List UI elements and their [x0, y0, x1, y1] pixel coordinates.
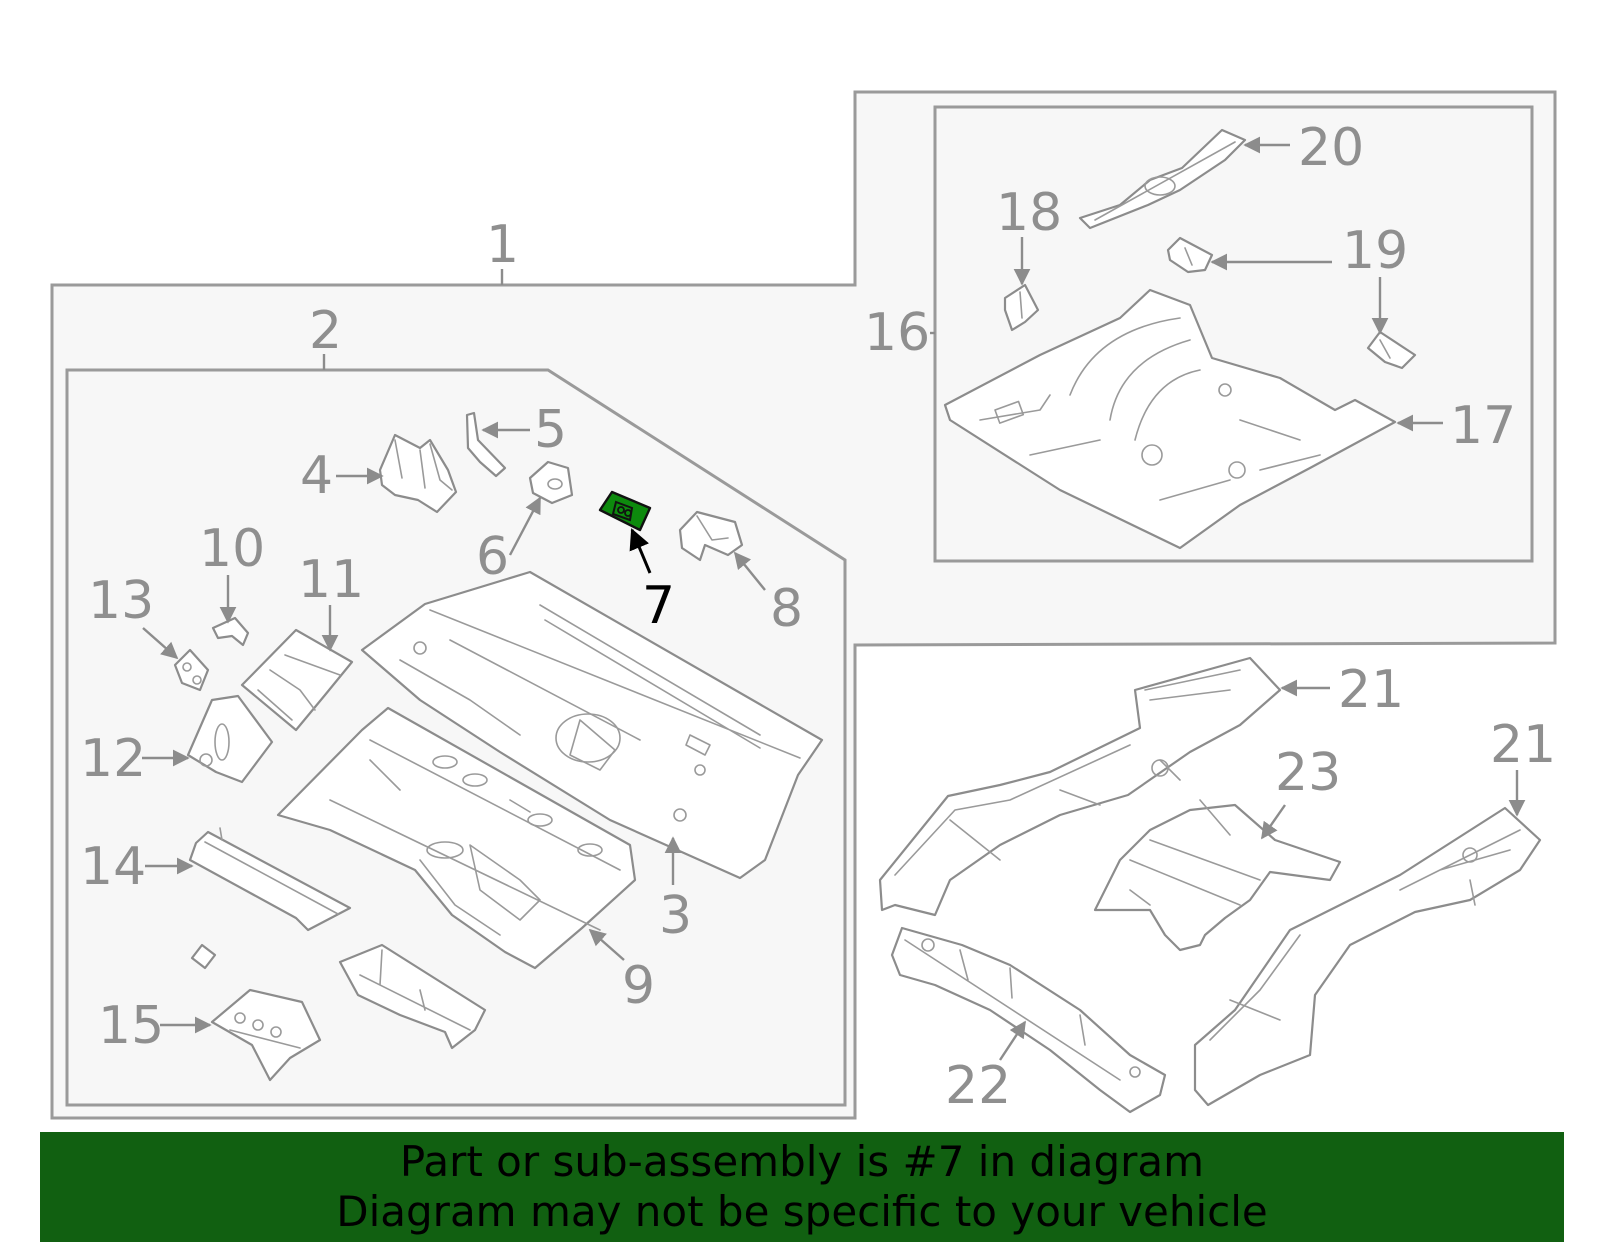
assembly-2-outline	[65, 368, 847, 1107]
leader-13	[142, 627, 179, 660]
part-22[interactable]	[890, 926, 1167, 1114]
leader-lines	[142, 136, 1526, 1061]
leader-6	[508, 496, 542, 556]
banner-line-part: Part or sub-assembly is #7 in diagram	[399, 1137, 1205, 1186]
part-21-right[interactable]	[1193, 806, 1542, 1107]
leader-7	[629, 528, 652, 574]
callout-10: 10	[199, 519, 265, 579]
banner-line-disclaimer: Diagram may not be specific to your vehi…	[336, 1187, 1268, 1236]
callout-15: 15	[98, 996, 164, 1056]
callout-22: 22	[945, 1056, 1011, 1116]
callout-9: 9	[622, 956, 655, 1016]
part-6[interactable]	[528, 460, 574, 505]
part-23[interactable]	[1093, 799, 1342, 952]
callout-21-top: 21	[1338, 660, 1404, 720]
leader-9	[588, 928, 625, 961]
callout-4: 4	[300, 446, 333, 506]
callout-13: 13	[88, 571, 154, 631]
callout-14: 14	[80, 837, 146, 897]
part-15[interactable]	[210, 988, 322, 1082]
part-7-highlighted[interactable]	[598, 490, 652, 532]
part-8[interactable]	[678, 510, 744, 562]
leader-23	[1261, 804, 1286, 840]
callout-23: 23	[1275, 743, 1341, 803]
part-lower-reinforcement[interactable]	[338, 943, 487, 1050]
part-13[interactable]	[173, 648, 210, 692]
callout-18: 18	[996, 183, 1062, 243]
callout-2: 2	[309, 301, 342, 361]
callout-labels: 1 2 3 4 5 6 7 8 9 10 11 12 13 14 15 16 1…	[80, 118, 1556, 1116]
callout-11: 11	[298, 550, 364, 610]
callout-16: 16	[864, 303, 930, 363]
callout-5: 5	[534, 400, 567, 460]
part-21-left[interactable]	[878, 656, 1282, 917]
part-5[interactable]	[465, 411, 507, 478]
callout-19: 19	[1342, 221, 1408, 281]
part-19-upper[interactable]	[1166, 236, 1214, 274]
callout-8: 8	[770, 579, 803, 639]
part-4[interactable]	[378, 433, 458, 514]
info-banner: Part or sub-assembly is #7 in diagram Di…	[40, 1132, 1564, 1242]
callout-3: 3	[659, 886, 692, 946]
small-clip[interactable]	[190, 943, 217, 970]
callout-1: 1	[486, 215, 519, 275]
callout-21-right: 21	[1490, 715, 1556, 775]
leader-8	[733, 551, 766, 591]
callout-12: 12	[80, 729, 146, 789]
part-3[interactable]	[360, 570, 824, 880]
callout-6: 6	[476, 527, 509, 587]
part-9[interactable]	[276, 706, 637, 970]
part-20[interactable]	[1078, 128, 1247, 230]
callout-17: 17	[1450, 396, 1516, 456]
leader-22	[998, 1020, 1027, 1061]
callout-20: 20	[1298, 118, 1364, 178]
callout-7: 7	[642, 576, 675, 636]
part-17[interactable]	[943, 288, 1397, 550]
part-11[interactable]	[240, 628, 354, 732]
part-12[interactable]	[186, 694, 274, 784]
